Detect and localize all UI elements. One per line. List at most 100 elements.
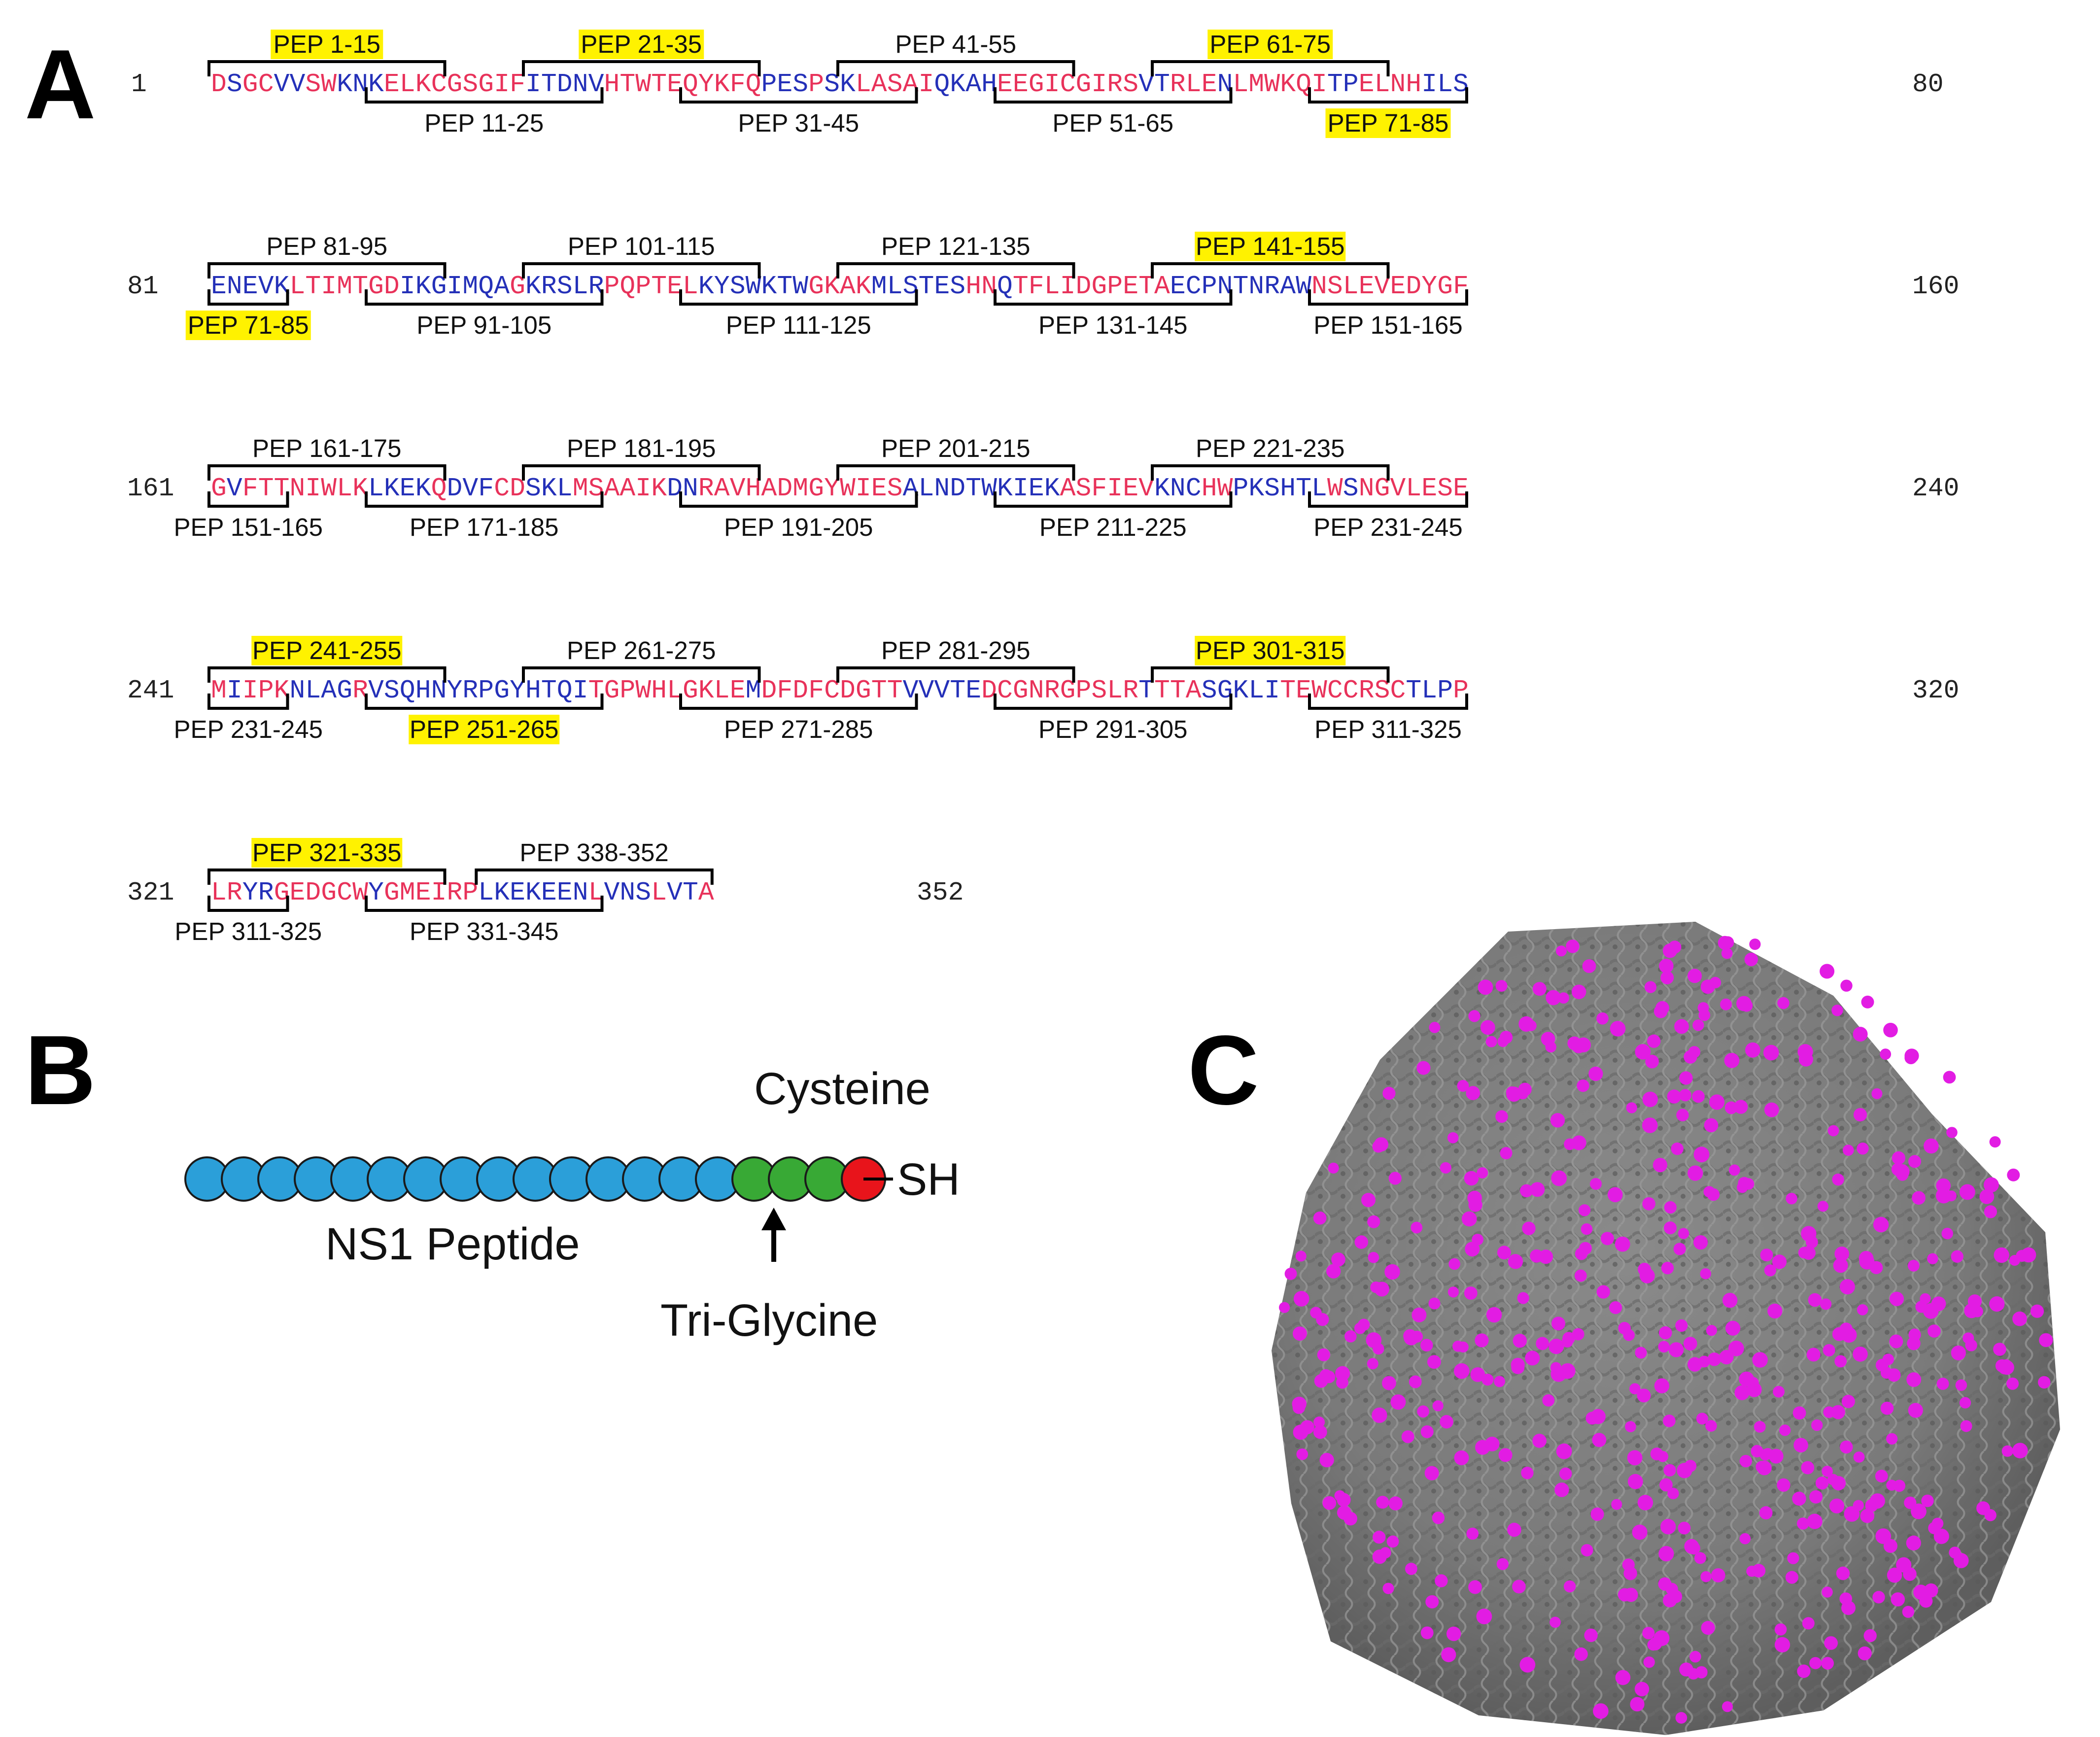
residue: V (1390, 474, 1406, 503)
sh-label: SH (897, 1154, 960, 1205)
peptide-bracket: PEP 251-265 (365, 694, 604, 744)
peptide-dot (1695, 1666, 1708, 1679)
peptide-dot (1820, 964, 1835, 979)
residue: S (1343, 474, 1359, 503)
peptide-dot (1498, 1448, 1513, 1462)
peptide-dot (1652, 1158, 1667, 1173)
residue: L (714, 676, 730, 705)
residue: S (1327, 272, 1343, 301)
residue: G (1029, 69, 1044, 99)
peptide-dot (1994, 1247, 2009, 1263)
bracket-line (1151, 262, 1390, 278)
residue: G (1076, 69, 1092, 99)
residue: H (965, 272, 981, 301)
peptide-dot (1754, 1421, 1766, 1433)
peptide-dot (1906, 1372, 1922, 1387)
peptide-dot (1411, 1221, 1423, 1234)
residue: G (604, 676, 620, 705)
residue: D (761, 676, 777, 705)
peptide-dot (1676, 1109, 1689, 1121)
bracket-line (207, 868, 447, 885)
residue: F (1091, 474, 1107, 503)
row-start-number: 81 (127, 272, 159, 301)
peptide-dot (1508, 1254, 1523, 1269)
residue: W (635, 676, 651, 705)
residue: L (1186, 69, 1202, 99)
peptide-dot (1551, 1317, 1565, 1331)
bracket-line (365, 87, 604, 104)
residue: E (557, 878, 573, 907)
peptide-dot (1425, 1595, 1439, 1609)
residue: N (620, 878, 635, 907)
peptide-dot (1698, 1355, 1710, 1368)
peptide-dot (2007, 1168, 2020, 1181)
peptide-dot (1368, 1251, 1379, 1263)
peptide-dot (1367, 1358, 1378, 1370)
peptide-bracket: PEP 121-135 (836, 232, 1075, 278)
bracket-line (1151, 60, 1390, 76)
peptide-dot (1834, 1355, 1847, 1368)
peptide-bracket: PEP 291-305 (994, 694, 1233, 743)
peptide-dot (1853, 1347, 1868, 1362)
residue: L (856, 69, 871, 99)
peptide-dot (1610, 1021, 1626, 1037)
peptide-dot (1464, 1286, 1478, 1300)
residue: N (1248, 272, 1264, 301)
peptide-label: PEP 231-245 (174, 715, 323, 743)
residue: D (447, 474, 463, 503)
tri-glycine-label: Tri-Glycine (660, 1295, 878, 1346)
residue: D (557, 69, 573, 99)
residue: W (321, 474, 337, 503)
peptide-dot (1296, 1448, 1308, 1460)
bracket-line (679, 491, 918, 508)
peptide-dot (1951, 1345, 1966, 1360)
peptide-dot (1887, 1567, 1902, 1583)
peptide-dot (1692, 1019, 1704, 1031)
peptide-dot (1806, 1236, 1818, 1249)
peptide-label: PEP 71-85 (1328, 109, 1449, 137)
peptide-dot (1367, 1215, 1380, 1228)
residue: K (415, 272, 431, 301)
panel-label-a: A (25, 30, 96, 139)
peptide-dot (1757, 1460, 1772, 1476)
peptide-dot (1428, 1297, 1441, 1310)
bracket-line (207, 896, 289, 912)
peptide-bracket: PEP 31-45 (679, 87, 918, 137)
peptide-dot (1358, 1319, 1370, 1331)
residue: S (950, 272, 965, 301)
peptide-label: PEP 151-165 (1313, 311, 1462, 339)
peptide-dot (1642, 1117, 1658, 1133)
peptide-dot (1797, 1665, 1811, 1678)
peptide-dot (1724, 1053, 1740, 1068)
peptide-dot (1943, 1071, 1956, 1084)
residue: W (840, 474, 856, 503)
bracket-line (365, 289, 604, 306)
peptide-label: PEP 241-255 (252, 636, 401, 664)
peptide-label: PEP 71-85 (188, 311, 309, 339)
residue: N (1029, 676, 1044, 705)
peptide-dot (1592, 1433, 1607, 1447)
peptide-dot (1637, 1494, 1653, 1511)
peptide-dot (1908, 1403, 1923, 1418)
peptide-dot (1858, 1646, 1872, 1661)
peptide-dot (1468, 1010, 1480, 1022)
peptide-dot (1582, 959, 1596, 973)
peptide-dot (1420, 1339, 1433, 1352)
residue: A (871, 69, 887, 99)
peptide-dot (1279, 1302, 1290, 1313)
residue: K (651, 474, 667, 503)
peptide-label: PEP 181-195 (567, 434, 716, 462)
peptide-dot (1953, 1553, 1969, 1568)
peptide-dot (1476, 1608, 1492, 1625)
residue: N (290, 474, 306, 503)
peptide-dot (1372, 1407, 1387, 1423)
residue: G (808, 474, 824, 503)
peptide-dot (1550, 1113, 1565, 1128)
peptide-dot (1764, 1102, 1779, 1117)
peptide-dot (1495, 1110, 1508, 1123)
residue: M (792, 474, 808, 503)
bracket-line (475, 868, 714, 885)
peptide-bracket: PEP 181-195 (522, 434, 761, 481)
